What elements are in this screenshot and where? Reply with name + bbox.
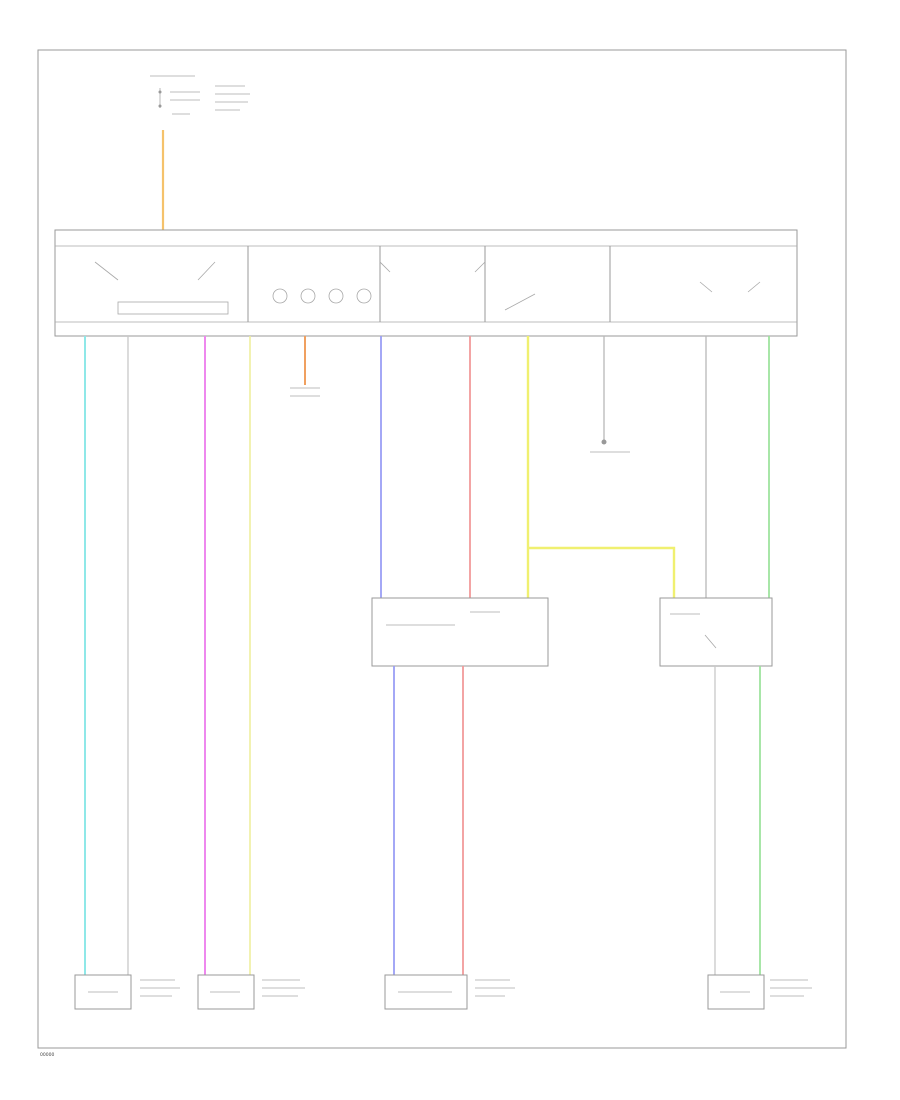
right-front-window-motor — [197, 974, 255, 1010]
wire-yellow-jumper — [528, 546, 676, 598]
diagram-footer-code: 00000 — [40, 1052, 54, 1058]
left-rear-window-switch — [371, 597, 549, 667]
warning-marker — [290, 387, 320, 397]
right-rear-window-motor — [707, 974, 765, 1010]
diagram-border — [37, 49, 847, 1049]
left-front-window-motor — [74, 974, 132, 1010]
power-source — [150, 75, 250, 115]
right-rear-window-switch — [659, 597, 773, 667]
motor-label-lines — [140, 979, 812, 997]
ground-symbol — [590, 439, 630, 453]
left-rear-window-motor — [384, 974, 468, 1010]
master-window-switch — [54, 229, 798, 337]
